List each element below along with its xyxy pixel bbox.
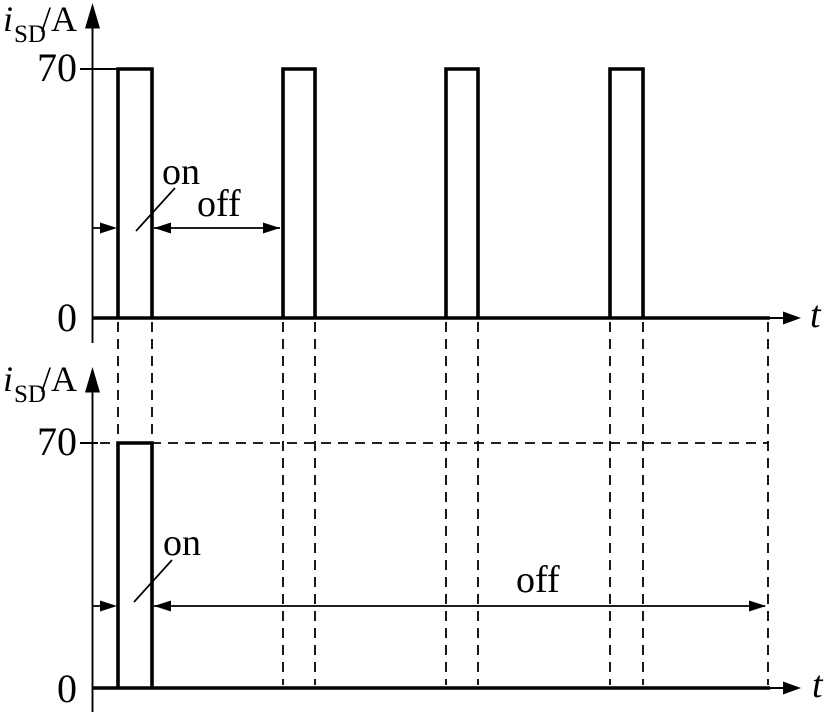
bottom-xlabel: t — [812, 664, 824, 706]
bottom-off-arrowhead-left — [154, 600, 171, 612]
top-y-axis-arrowhead — [85, 3, 100, 29]
top-off-arrowhead-left — [154, 222, 171, 234]
top-ylabel-variable: i — [3, 0, 13, 39]
bottom-on-leader-line — [133, 559, 173, 603]
top-tick-70: 70 — [37, 45, 77, 90]
bottom-tick-0: 0 — [57, 666, 77, 711]
dashed-guide-lines — [100, 322, 769, 685]
bottom-pulse-1 — [116, 441, 154, 688]
bottom-ylabel-subscript: SD — [14, 381, 46, 408]
top-on-arrowhead — [100, 222, 117, 234]
top-chart: i SD /A 70 0 t on off — [3, 0, 822, 343]
top-pulse-2 — [281, 67, 317, 318]
top-tick-0: 0 — [57, 295, 77, 340]
top-pulse-1 — [116, 67, 154, 318]
bottom-tick-70: 70 — [37, 419, 77, 464]
bottom-ylabel-variable: i — [3, 359, 13, 399]
bottom-off-arrowhead-right — [749, 600, 766, 612]
top-off-arrowhead-right — [263, 222, 280, 234]
top-on-label: on — [162, 151, 200, 193]
top-on-leader-line — [135, 187, 176, 232]
bottom-duty-annotation — [93, 559, 766, 612]
top-off-label: off — [197, 183, 241, 225]
bottom-x-axis-arrowhead — [783, 681, 801, 695]
top-ylabel-unit: /A — [41, 0, 77, 39]
bottom-chart: i SD /A 70 0 t on off — [3, 359, 824, 712]
top-x-axis-arrowhead — [783, 311, 801, 325]
bottom-off-label: off — [516, 559, 560, 601]
top-pulse-3 — [444, 67, 480, 318]
bottom-on-arrowhead — [100, 600, 117, 612]
top-pulse-train — [116, 67, 645, 318]
bottom-y-axis-arrowhead — [85, 367, 100, 393]
top-duty-annotation — [93, 187, 280, 234]
top-pulse-4 — [608, 67, 645, 318]
top-xlabel: t — [810, 294, 822, 336]
top-ylabel-subscript: SD — [14, 21, 46, 48]
bottom-ylabel-unit: /A — [41, 359, 77, 399]
bottom-on-label: on — [163, 522, 201, 564]
